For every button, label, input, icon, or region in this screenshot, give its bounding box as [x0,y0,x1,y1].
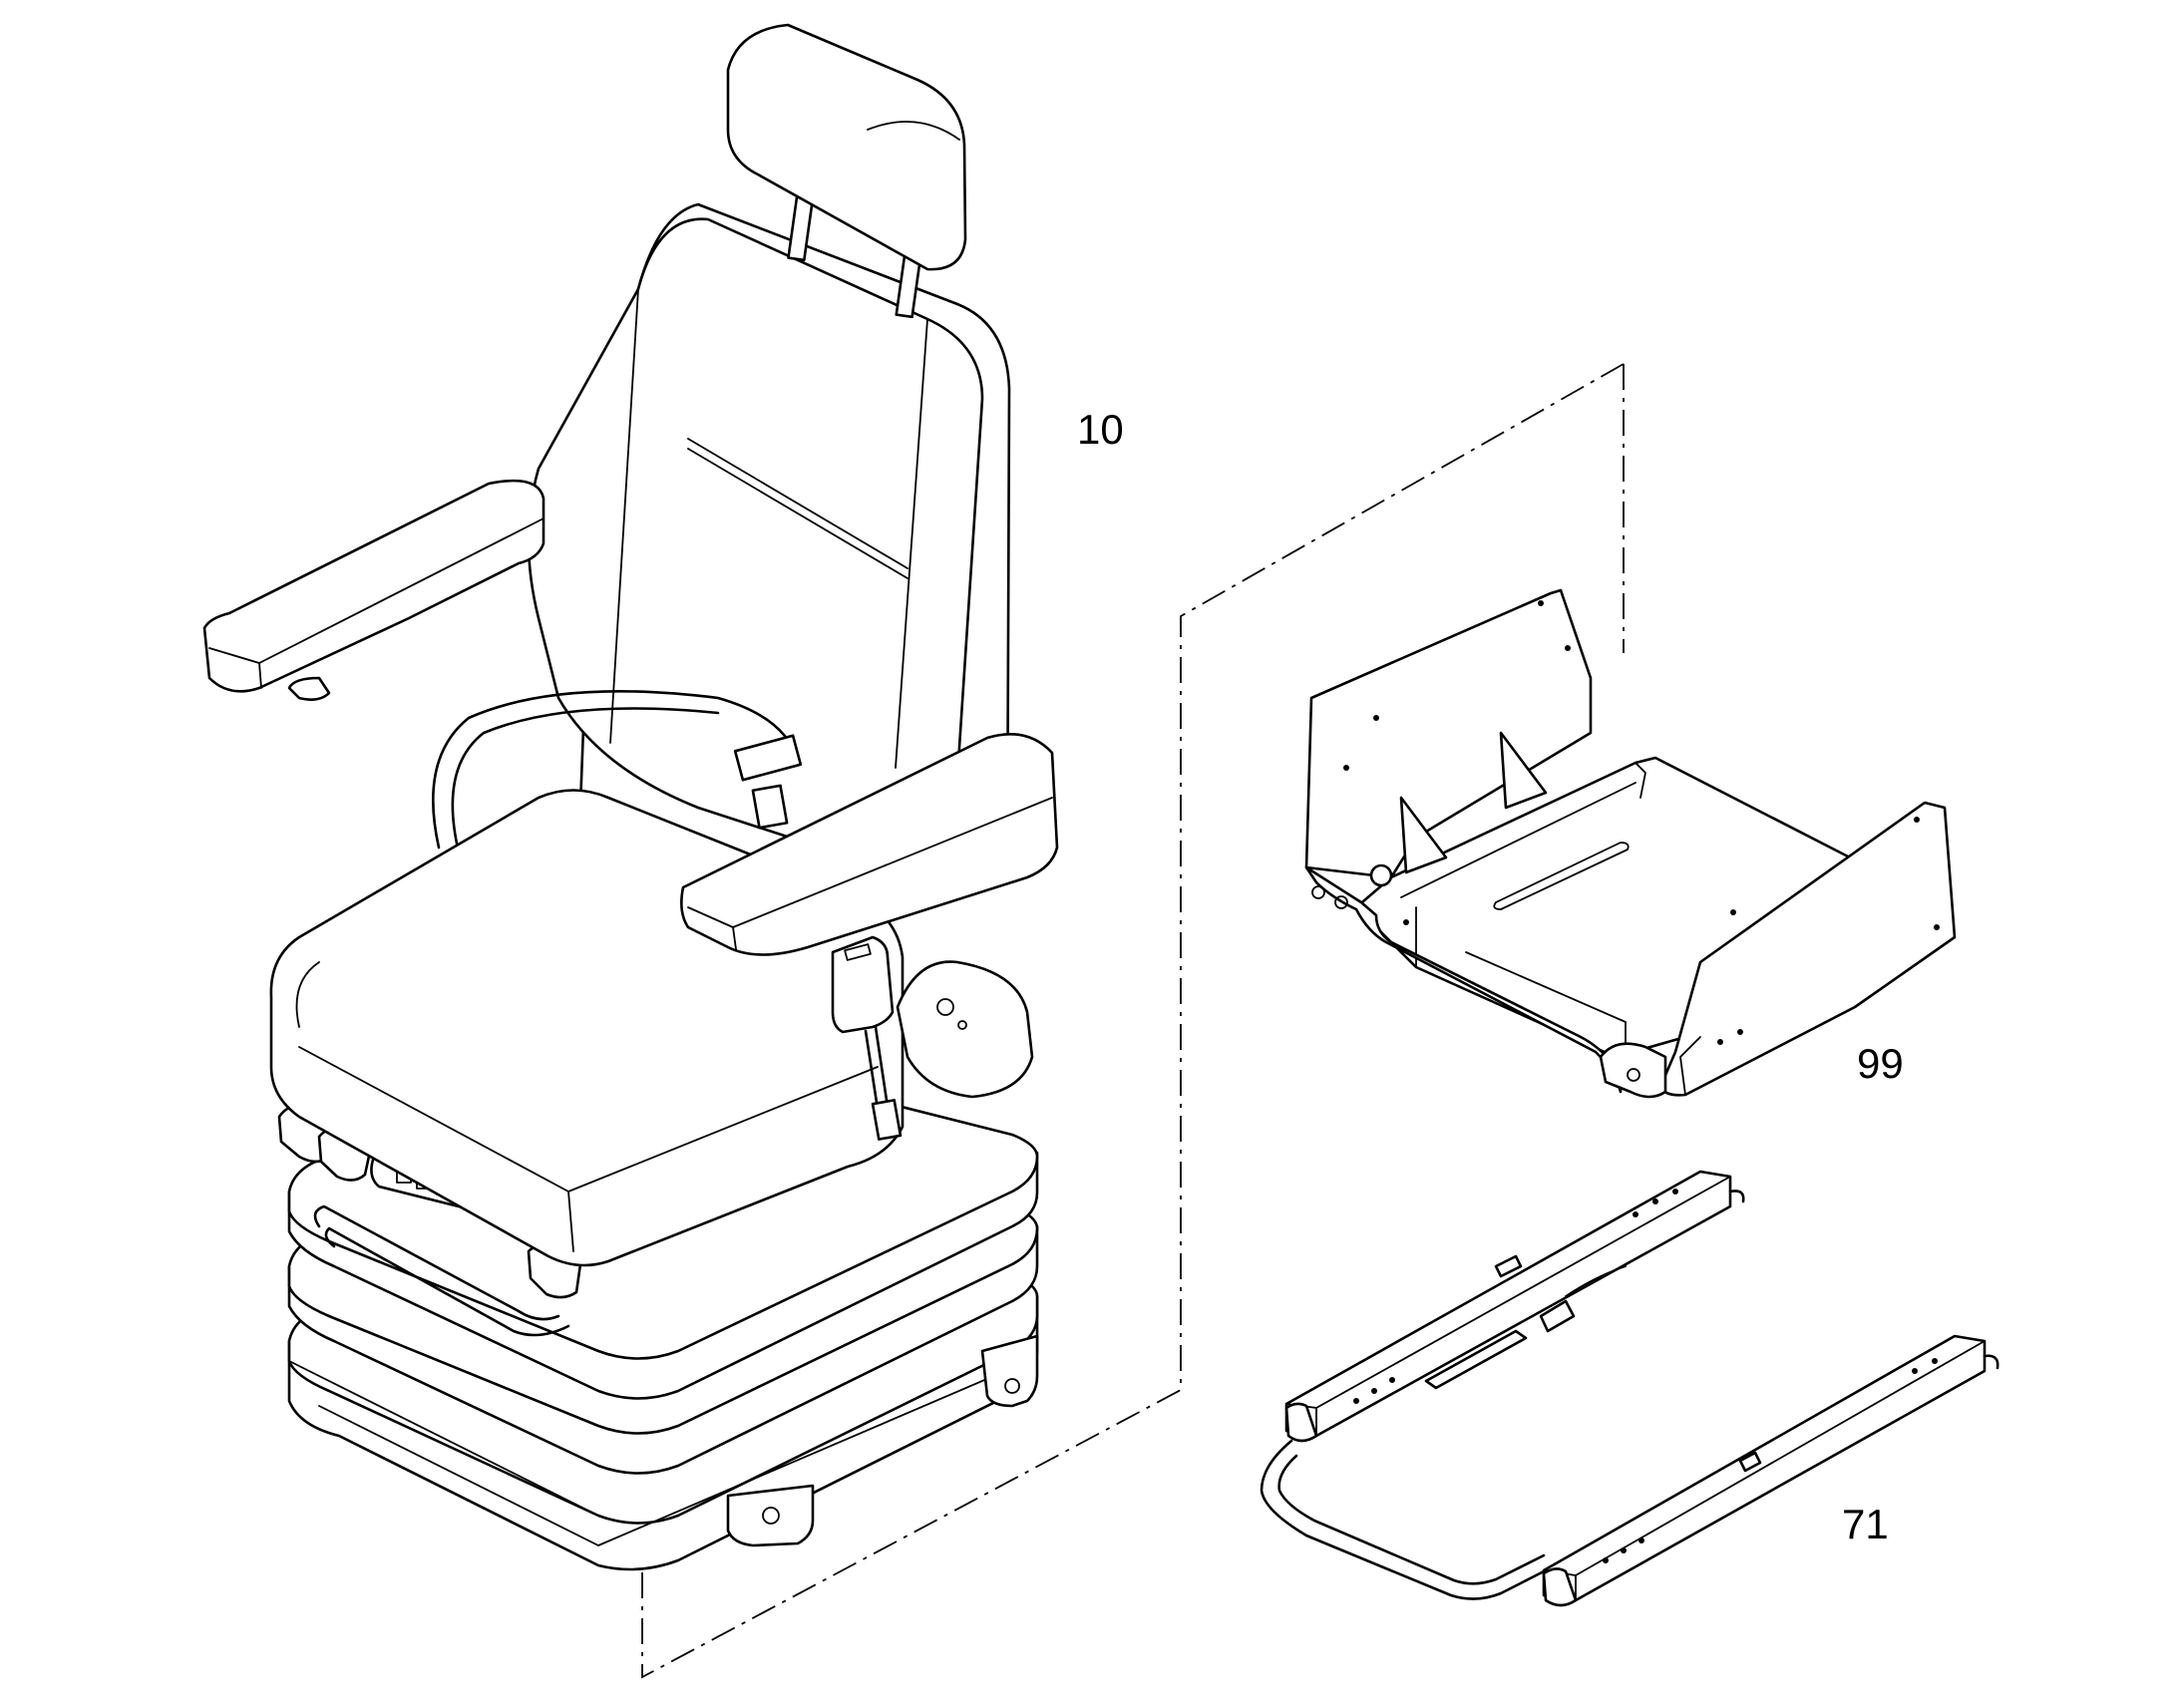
seat-base-bracket-icon [1304,588,1957,1099]
slide-rail-icon [1260,1170,1999,1607]
seat-assembly-icon [202,23,1059,1571]
part-callout-99: 99 [1857,1040,1904,1087]
part-callout-71: 71 [1842,1501,1889,1547]
assembly-dashline [641,363,1625,1679]
part-callout-10: 10 [1077,406,1124,453]
